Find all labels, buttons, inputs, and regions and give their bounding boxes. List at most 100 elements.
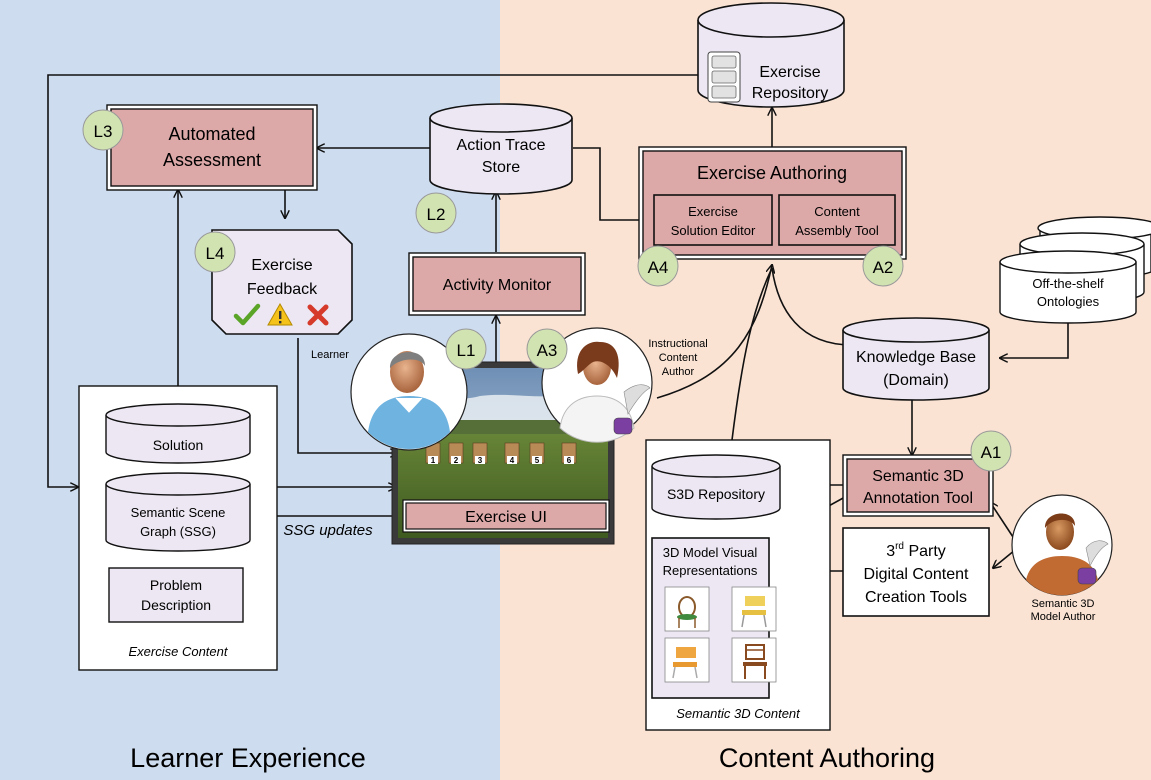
action-trace-store-label-2: Store	[482, 159, 520, 176]
edge-s3d-content-to-authoring	[731, 267, 773, 441]
semantic-3d-content-label: Semantic 3D Content	[676, 706, 801, 721]
ontologies-label-2: Ontologies	[1037, 294, 1100, 309]
badge-l4: L4	[194, 231, 236, 273]
third-party-rest: Party	[904, 543, 946, 560]
knowledge-base-label-2: (Domain)	[883, 372, 949, 389]
exercise-solution-editor	[653, 194, 773, 246]
annotation-tool-label-1: Semantic 3D	[872, 468, 964, 485]
third-party-tools: 3rd Party Digital Content Creation Tools	[842, 527, 990, 617]
check-icon	[233, 303, 261, 326]
badge-l2: L2	[415, 192, 457, 234]
visual-representations-label-2: Representations	[663, 563, 758, 578]
third-party-ordinal: 3	[886, 543, 895, 560]
s3d-repository-label: S3D Repository	[667, 486, 765, 502]
problem-description-label-1: Problem	[150, 577, 202, 593]
content-authoring-title: Content Authoring	[719, 743, 935, 773]
exercise-repository: Exercise Repository	[697, 2, 845, 108]
learner-avatar	[350, 333, 468, 451]
svg-text:L2: L2	[427, 205, 446, 224]
cross-icon	[307, 304, 329, 326]
quill-pen-icon	[613, 384, 651, 435]
exercise-ui	[405, 502, 607, 530]
edge-feedback-to-ui	[297, 338, 398, 453]
action-trace-store-label-1: Action Trace	[457, 137, 546, 154]
badge-a2: A2	[862, 245, 904, 287]
chair-thumbnails	[664, 586, 777, 683]
ontologies-label-1: Off-the-shelf	[1032, 276, 1104, 291]
content-assembly-tool-label-2: Assembly Tool	[795, 223, 879, 238]
svg-text:L3: L3	[94, 122, 113, 141]
svg-text:A4: A4	[648, 258, 669, 277]
step-badges: L3 L2 L4 L1 A3 A4 A2 A1	[82, 109, 1012, 472]
svg-text:L1: L1	[457, 341, 476, 360]
chair-icon	[743, 644, 767, 679]
semantic-3d-content-panel: S3D Repository 3D Model Visual Represent…	[645, 439, 831, 731]
edge-kb-to-authoring	[771, 267, 853, 346]
target-markers: 1 2 3 4 5 6	[425, 442, 577, 465]
database-icon	[707, 51, 741, 103]
target-marker-5: 5	[535, 456, 540, 465]
content-assembly-tool-label-1: Content	[814, 204, 860, 219]
svg-text:A1: A1	[981, 443, 1002, 462]
exercise-repository-label-1: Exercise	[759, 64, 820, 81]
automated-assessment-label-1: Automated	[168, 124, 255, 144]
instructional-author-label-1: Instructional	[648, 338, 707, 350]
badge-a3: A3	[526, 328, 568, 370]
model-author-avatar	[1011, 494, 1113, 596]
exercise-authoring: Exercise Authoring Exercise Solution Edi…	[638, 146, 907, 260]
badge-l1: L1	[445, 328, 487, 370]
exercise-content-label: Exercise Content	[129, 644, 229, 659]
exercise-feedback-label-1: Exercise	[251, 257, 312, 274]
third-party-tools-label-3: Creation Tools	[865, 589, 967, 606]
third-party-tools-label-2: Digital Content	[864, 566, 970, 583]
target-marker-1: 1	[431, 456, 436, 465]
solution-label: Solution	[153, 437, 204, 453]
third-party-tools-label-1: 3rd Party	[886, 541, 946, 560]
learner-label: Learner	[311, 349, 349, 361]
svg-text:A2: A2	[873, 258, 894, 277]
instructional-author-avatar	[541, 327, 653, 443]
model-author-label-2: Model Author	[1031, 611, 1096, 623]
exercise-authoring-label: Exercise Authoring	[697, 163, 847, 183]
activity-monitor-label: Activity Monitor	[443, 277, 552, 294]
badge-a1: A1	[970, 430, 1012, 472]
ssg-updates-label: SSG updates	[283, 522, 373, 539]
edge-trace-to-solution-editor	[573, 147, 652, 220]
target-marker-2: 2	[454, 456, 459, 465]
badge-a4: A4	[637, 245, 679, 287]
instructional-author-label-3: Author	[662, 366, 695, 378]
exercise-solution-editor-label-2: Solution Editor	[671, 223, 756, 238]
exercise-repository-label-2: Repository	[752, 85, 828, 102]
chair-icon	[741, 596, 767, 628]
badge-l3: L3	[82, 109, 124, 151]
chair-icon	[672, 647, 698, 679]
off-the-shelf-ontologies: Off-the-shelf Ontologies	[999, 216, 1151, 324]
action-trace-store: Action Trace Store	[429, 103, 573, 195]
exercise-feedback: Exercise Feedback	[211, 229, 353, 335]
edge-author-to-authoring	[656, 265, 772, 399]
knowledge-base: Knowledge Base (Domain)	[842, 317, 990, 401]
instructional-author-label-2: Content	[659, 352, 698, 364]
third-party-ordinal-suffix: rd	[895, 541, 904, 552]
edge-repository-to-exercise-content	[47, 74, 698, 487]
edge-modelauthor-to-annotation	[990, 502, 1016, 541]
quill-pen-icon	[1077, 540, 1109, 585]
svg-text:L4: L4	[206, 244, 225, 263]
warning-icon	[267, 302, 293, 326]
exercise-solution-editor-label-1: Exercise	[688, 204, 738, 219]
problem-description-label-2: Description	[141, 597, 211, 613]
exercise-ui-label: Exercise UI	[465, 509, 547, 526]
target-marker-3: 3	[478, 456, 483, 465]
chair-icon	[677, 596, 697, 628]
model-author-label-1: Semantic 3D	[1032, 598, 1095, 610]
learner-experience-title: Learner Experience	[130, 743, 366, 773]
activity-monitor: Activity Monitor	[408, 252, 586, 316]
semantic-3d-annotation-tool: Semantic 3D Annotation Tool	[842, 454, 994, 517]
visual-representations-label-1: 3D Model Visual	[663, 545, 758, 560]
ssg-label-2: Graph (SSG)	[140, 524, 216, 539]
svg-text:A3: A3	[537, 341, 558, 360]
edge-modelauthor-to-thirdparty	[993, 549, 1016, 568]
annotation-tool-label-2: Annotation Tool	[863, 490, 973, 507]
ssg-label-1: Semantic Scene	[131, 505, 226, 520]
